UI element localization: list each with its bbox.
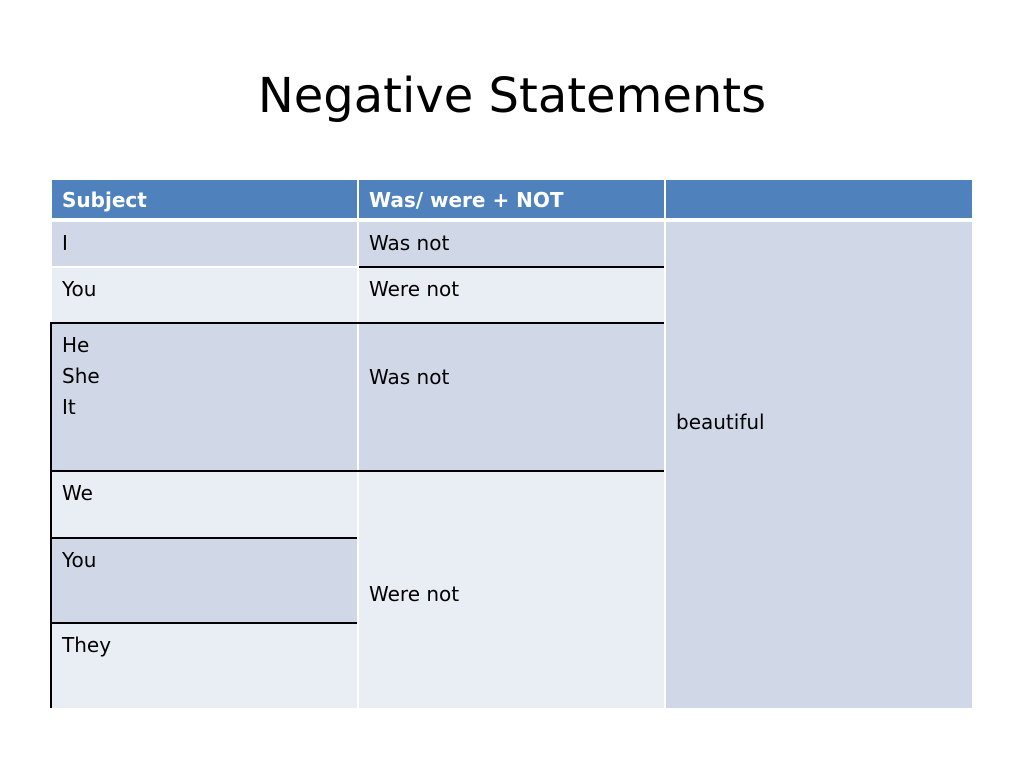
row-divider xyxy=(52,470,664,472)
subject-cell-they: They xyxy=(52,624,357,708)
subject-cell-you-plural: You xyxy=(52,539,357,622)
complement-cell: beautiful xyxy=(666,222,972,708)
verb-cell-were-not-plural: Were not xyxy=(359,472,664,708)
header-subject: Subject xyxy=(52,180,357,218)
subject-cell-you: You xyxy=(52,268,357,322)
subject-cell-he-she-it: He She It xyxy=(52,324,357,470)
row-divider xyxy=(52,622,357,624)
row-divider xyxy=(52,322,664,324)
subject-cell-i: I xyxy=(52,222,357,266)
verb-cell-was-not-third-person: Was not xyxy=(359,324,664,470)
verb-cell-was-not: Was not xyxy=(359,222,664,266)
header-verb: Was/ were + NOT xyxy=(359,180,664,218)
header-complement xyxy=(666,180,972,218)
subject-cell-we: We xyxy=(52,472,357,537)
row-divider xyxy=(52,537,357,539)
verb-cell-were-not: Were not xyxy=(359,268,664,322)
row-divider xyxy=(359,266,664,268)
slide-title: Negative Statements xyxy=(257,68,767,124)
column-edge xyxy=(50,322,52,708)
